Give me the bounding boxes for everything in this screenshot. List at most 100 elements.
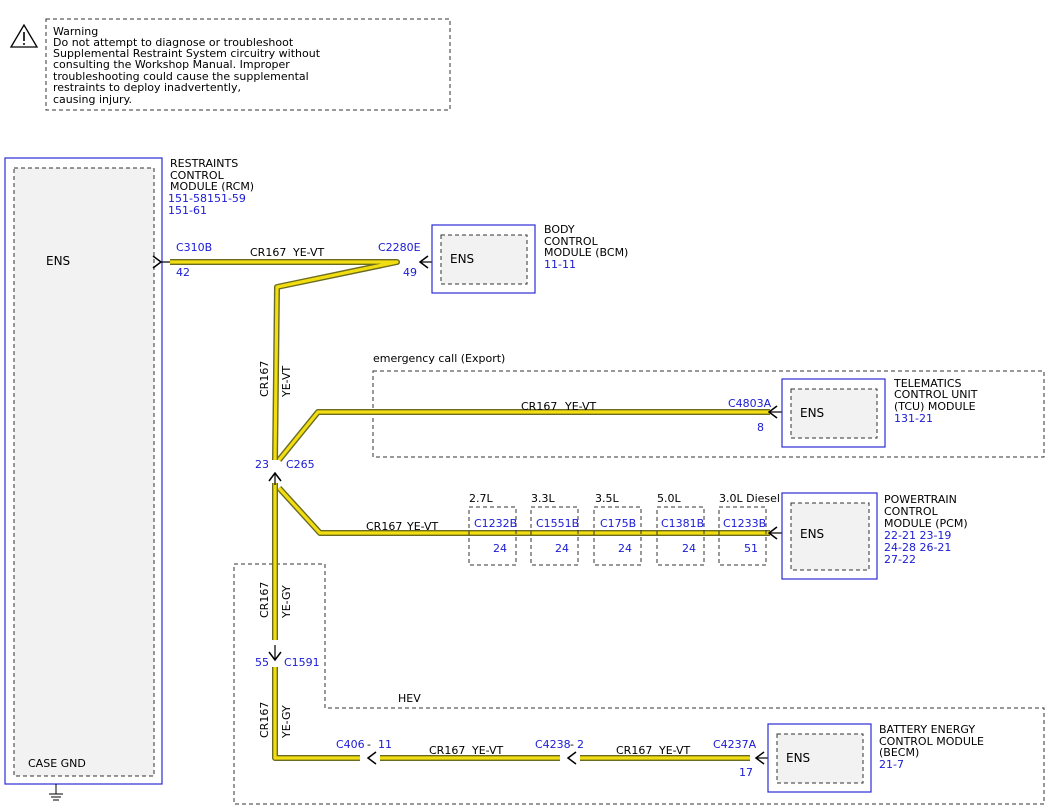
connector-c265-pin: 23 — [255, 458, 269, 471]
rcm-ground-label: CASE GND — [28, 757, 86, 770]
wire-circuit-label: CR167 — [429, 744, 465, 757]
wire-color-label: YE-VT — [658, 744, 691, 757]
variant-connector-name[interactable]: C1233B — [723, 517, 766, 530]
bcm-ens-label: ENS — [450, 252, 474, 266]
connector-c406-name[interactable]: C406 — [336, 738, 365, 751]
rcm-module: ENS CASE GND RESTRAINTS CONTROL MODULE (… — [4, 157, 254, 801]
becm-ref-link[interactable]: 21-7 — [879, 758, 904, 771]
connector-labels: C310B 42 C2280E 49 C4803A 8 23 C265 55 C… — [176, 241, 772, 779]
connector-c406-dash: - — [367, 738, 371, 751]
rcm-ref-link[interactable]: 151-58151-59 — [168, 192, 246, 205]
wire-circuit-label: CR167 — [258, 582, 271, 618]
connector-c4237a-name[interactable]: C4237A — [713, 738, 757, 751]
rcm-name: RESTRAINTS — [170, 157, 238, 170]
wire-circuit-label: CR167 — [258, 361, 271, 397]
becm-name: BATTERY ENERGY — [879, 723, 975, 736]
warning-frame — [45, 18, 451, 111]
connector-c406-pin: 11 — [378, 738, 392, 751]
connector-c4238-pin: 2 — [577, 738, 584, 751]
warning-line: causing injury. — [53, 93, 132, 106]
pcm-name: CONTROL — [884, 505, 939, 518]
warning-triangle-icon — [9, 23, 39, 48]
tcu-name: (TCU) MODULE — [894, 400, 976, 413]
variant-connector-name[interactable]: C1232B — [474, 517, 517, 530]
connector-c2280e-pin: 49 — [403, 266, 417, 279]
wire-color-label: YE-VT — [292, 246, 325, 259]
bcm-ref-link[interactable]: 11-11 — [544, 258, 576, 271]
tcu-name: TELEMATICS — [893, 377, 962, 390]
wire-color-label: YE-GY — [280, 585, 293, 619]
tcu-ref-link[interactable]: 131-21 — [894, 412, 933, 425]
variant-engine-label: 3.0L Diesel — [719, 492, 780, 505]
rcm-name: MODULE (RCM) — [170, 180, 254, 193]
warning-block: Warning Do not attempt to diagnose or tr… — [9, 18, 451, 111]
wire-circuit-label: CR167 — [616, 744, 652, 757]
pcm-ref-link[interactable]: 27-22 — [884, 553, 916, 566]
connector-c1591-name[interactable]: C1591 — [284, 656, 320, 669]
variant-connector: 2.7L C1232B 24 — [468, 492, 517, 566]
warning-line: consulting the Workshop Manual. Improper — [53, 58, 290, 71]
ground-icon — [49, 784, 63, 801]
pcm-name: MODULE (PCM) — [884, 517, 968, 530]
emergency-call-label: emergency call (Export) — [373, 352, 505, 365]
connector-c1591-pin: 55 — [255, 656, 269, 669]
warning-line: troubleshooting could cause the suppleme… — [53, 70, 309, 83]
variant-engine-label: 3.3L — [531, 492, 555, 505]
pcm-ref-link[interactable]: 24-28 26-21 — [884, 541, 951, 554]
variant-engine-label: 5.0L — [657, 492, 681, 505]
warning-line: restraints to deploy inadvertently, — [53, 81, 241, 94]
wire-circuit-label: CR167 — [258, 702, 271, 738]
pcm-ref-link[interactable]: 22-21 23-19 — [884, 529, 951, 542]
rcm-ens-label: ENS — [46, 254, 70, 268]
becm-ens-label: ENS — [786, 751, 810, 765]
connector-c310b-pin: 42 — [176, 266, 190, 279]
connector-c2280e-name[interactable]: C2280E — [378, 241, 421, 254]
variant-connector-name[interactable]: C175B — [600, 517, 636, 530]
connector-c310b-name[interactable]: C310B — [176, 241, 212, 254]
variant-connector-pin: 24 — [493, 542, 507, 555]
warning-line: Warning — [53, 25, 98, 38]
variant-engine-label: 3.5L — [595, 492, 619, 505]
connector-c265-name[interactable]: C265 — [286, 458, 315, 471]
variant-connectors: 2.7L C1232B 24 3.3L C1551B 24 3.5L C175B… — [468, 492, 780, 566]
wire-color-label: YE-VT — [406, 520, 439, 533]
rcm-ref-link[interactable]: 151-61 — [168, 204, 207, 217]
becm-name: (BECM) — [879, 746, 919, 759]
variant-connector-pin: 24 — [555, 542, 569, 555]
connector-c4803a-pin: 8 — [757, 421, 764, 434]
connector-c4237a-pin: 17 — [739, 766, 753, 779]
wire-circuit-label: CR167 — [521, 400, 557, 413]
bcm-name: MODULE (BCM) — [544, 246, 628, 259]
wire-labels: CR167 YE-VT CR167 YE-VT CR167 YE-VT CR16… — [250, 246, 691, 757]
variant-engine-label: 2.7L — [469, 492, 493, 505]
pcm-module: ENS POWERTRAIN CONTROL MODULE (PCM) 22-2… — [781, 492, 968, 580]
connector-c4238-name[interactable]: C4238 — [535, 738, 571, 751]
tcu-name: CONTROL UNIT — [894, 388, 978, 401]
wire-circuit-label: CR167 — [366, 520, 402, 533]
hev-label: HEV — [398, 692, 421, 705]
bcm-module: ENS BODY CONTROL MODULE (BCM) 11-11 — [431, 223, 628, 294]
connector-c4238-dash: - — [570, 738, 574, 751]
becm-module: ENS BATTERY ENERGY CONTROL MODULE (BECM)… — [767, 723, 984, 793]
warning-line: Supplemental Restraint System circuitry … — [53, 47, 321, 60]
variant-connector: 3.0L Diesel C1233B 51 — [718, 492, 780, 566]
variant-connector: 3.5L C175B 24 — [593, 492, 642, 566]
wire-color-label: YE-VT — [564, 400, 597, 413]
wire-circuit-label: CR167 — [250, 246, 286, 259]
variant-connector-name[interactable]: C1551B — [536, 517, 579, 530]
connector-c4803a-name[interactable]: C4803A — [728, 397, 772, 410]
bcm-name: CONTROL — [544, 235, 599, 248]
bcm-name: BODY — [544, 223, 575, 236]
wire-color-label: YE-VT — [471, 744, 504, 757]
variant-connector: 5.0L C1381B 24 — [656, 492, 705, 566]
tcu-module: ENS TELEMATICS CONTROL UNIT (TCU) MODULE… — [781, 377, 978, 448]
becm-name: CONTROL MODULE — [879, 735, 984, 748]
rcm-name: CONTROL — [170, 169, 225, 182]
variant-connector-name[interactable]: C1381B — [661, 517, 704, 530]
wire-harness — [170, 259, 770, 761]
variant-connector-pin: 51 — [744, 542, 758, 555]
wire-color-label: YE-GY — [280, 705, 293, 739]
pcm-name: POWERTRAIN — [884, 493, 957, 506]
variant-connector: 3.3L C1551B 24 — [530, 492, 579, 566]
